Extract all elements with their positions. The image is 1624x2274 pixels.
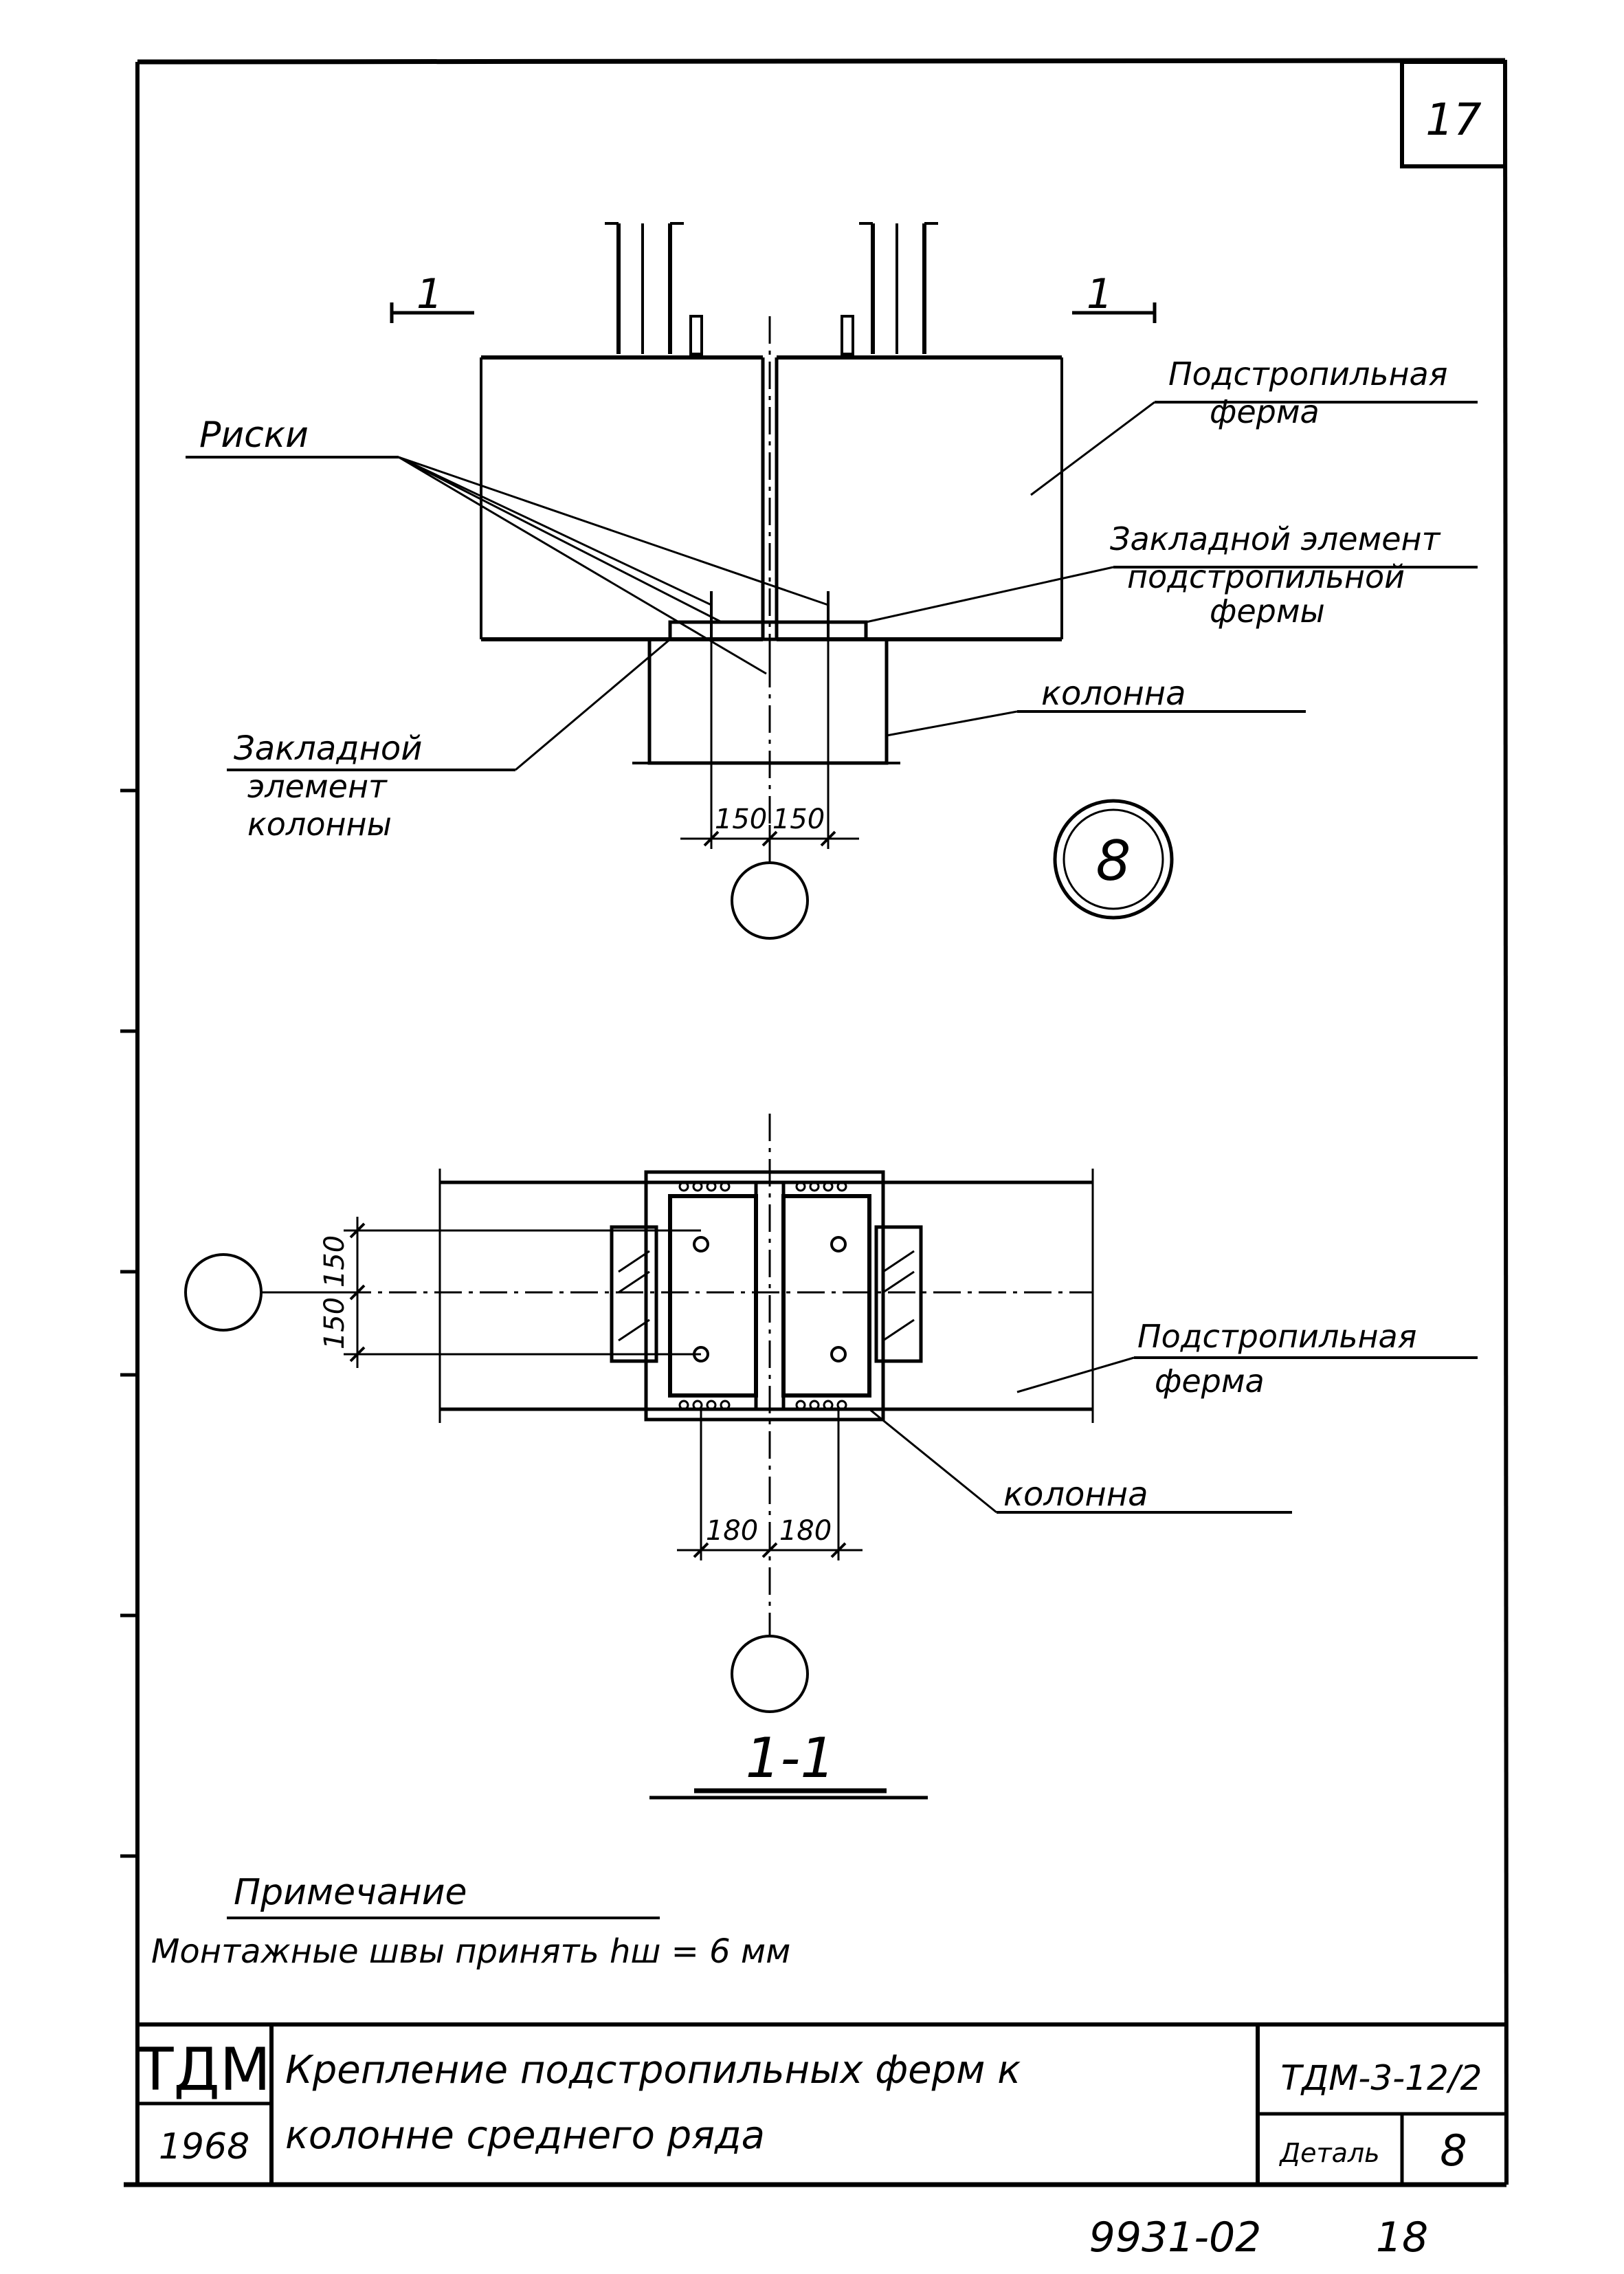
detail-marker: 8 — [1053, 799, 1174, 920]
dim-top-right: 150 — [772, 804, 825, 835]
archive-number: 9931-02 — [1089, 2214, 1262, 2262]
title-block-detail-label: Деталь — [1278, 2138, 1379, 2168]
note-text: Монтажные швы принять hш = 6 мм — [151, 1932, 790, 1971]
dim-left-upper: 150 — [319, 1235, 351, 1288]
section-mark-left: 1 — [416, 270, 443, 318]
title-block-doc-code: ТДМ-3-12/2 — [1281, 2058, 1482, 2098]
label-truss-top-1: Подстропильная — [1168, 355, 1447, 393]
dim-left-lower: 150 — [319, 1297, 351, 1349]
label-embedded-truss-2: подстропильной — [1127, 558, 1405, 595]
label-embedded-truss-1: Закладной элемент — [1110, 520, 1441, 558]
note: Примечание Монтажные швы принять hш = 6 … — [151, 1872, 790, 1971]
label-embedded-column-1: Закладной — [234, 729, 422, 768]
archive-sheet: 18 — [1376, 2214, 1428, 2262]
detail-marker-number: 8 — [1096, 829, 1131, 893]
title-block-title-line1: Крепление подстропильных ферм к — [285, 2048, 1021, 2093]
label-column-bottom: колонна — [1003, 1475, 1148, 1514]
label-embedded-column-3: колонны — [247, 806, 392, 843]
label-embedded-column-2: элемент — [247, 768, 388, 805]
section-view — [184, 1114, 1478, 1800]
label-column-top: колонна — [1041, 674, 1186, 713]
dim-bottom-left: 180 — [706, 1515, 758, 1547]
title-block-org: ТДМ — [137, 2035, 271, 2104]
page-number: 17 — [1425, 95, 1482, 146]
note-title: Примечание — [234, 1872, 467, 1913]
section-mark-right: 1 — [1087, 270, 1113, 318]
dim-bottom-right: 180 — [779, 1515, 832, 1547]
page-number-box: 17 — [1400, 60, 1507, 168]
sheet-frame — [120, 58, 1509, 2187]
title-block-title-line2: колонне среднего ряда — [285, 2113, 765, 2158]
elevation-view — [186, 222, 1478, 940]
title-block-year: 1968 — [159, 2126, 249, 2167]
section-title: 1-1 — [746, 1726, 836, 1790]
title-block-detail-number: 8 — [1440, 2126, 1467, 2176]
dim-top-left: 150 — [715, 804, 767, 835]
label-truss-bottom-2: ферма — [1155, 1362, 1265, 1400]
title-block — [137, 2022, 1506, 2185]
label-truss-top-2: ферма — [1210, 393, 1320, 430]
label-embedded-truss-3: фермы — [1210, 593, 1325, 630]
label-risk: Риски — [199, 415, 309, 456]
label-truss-bottom-1: Подстропильная — [1137, 1318, 1416, 1355]
